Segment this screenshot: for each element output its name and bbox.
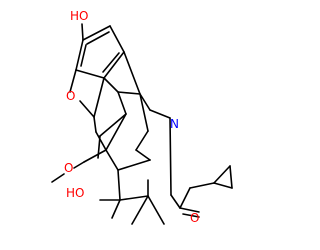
bond <box>69 69 77 93</box>
chemical-structure: HO O O HO N O <box>51 9 233 225</box>
bond <box>81 23 84 41</box>
phenol-hydroxyl-label: HO <box>70 9 88 23</box>
bond <box>117 159 151 171</box>
bond <box>117 91 141 95</box>
bond <box>170 194 181 209</box>
bonds <box>51 23 233 225</box>
bond <box>229 165 233 189</box>
bond <box>135 149 151 161</box>
bond <box>135 130 149 151</box>
tertiary-hydroxyl-label: HO <box>66 186 84 200</box>
carbonyl-oxygen-label: O <box>190 211 199 225</box>
bond <box>82 25 111 41</box>
bond <box>117 91 127 115</box>
atom-labels: HO O O HO N O <box>64 9 199 225</box>
amide-nitrogen-label: N <box>170 117 179 131</box>
bond <box>95 131 107 151</box>
bond <box>139 93 151 111</box>
bond <box>189 182 215 189</box>
bond <box>117 169 121 201</box>
bond <box>75 39 84 71</box>
bond <box>213 182 233 189</box>
bond <box>80 44 87 67</box>
bond <box>109 25 125 53</box>
bond <box>79 100 95 118</box>
methoxy-oxygen-label: O <box>64 161 73 175</box>
bond <box>83 149 107 163</box>
bond <box>213 165 231 184</box>
bond <box>169 117 172 196</box>
bond <box>103 51 125 79</box>
bond <box>93 116 97 133</box>
bond <box>75 69 105 79</box>
bond <box>93 77 105 118</box>
bond <box>73 161 85 169</box>
bond <box>111 199 121 219</box>
bond <box>182 213 200 218</box>
bond <box>102 52 120 73</box>
bond <box>99 113 127 137</box>
bond <box>123 51 141 95</box>
bond <box>103 77 119 93</box>
bond <box>147 195 165 225</box>
ring-oxygen-label: O <box>66 89 75 103</box>
bond <box>119 195 149 201</box>
bond <box>149 109 171 119</box>
bond <box>179 207 200 213</box>
bond <box>131 195 149 225</box>
bond <box>86 31 110 45</box>
bond <box>105 113 127 151</box>
bond <box>179 187 191 209</box>
bond <box>105 149 119 171</box>
bond <box>51 173 65 183</box>
bond <box>139 93 149 132</box>
